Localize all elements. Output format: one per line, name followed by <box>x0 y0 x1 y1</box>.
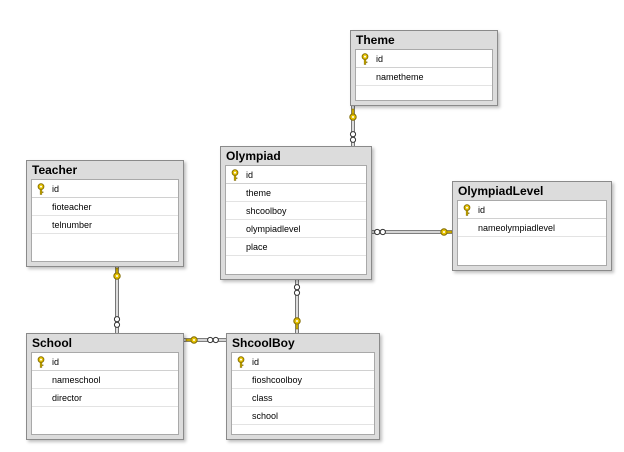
column-row-nameolympiadlevel[interactable]: nameolympiadlevel <box>458 219 606 237</box>
table-title: Olympiad <box>226 149 281 163</box>
table-olympiad[interactable]: Olympiad id theme shcoolboy olympiadleve… <box>220 146 372 280</box>
table-title: School <box>32 336 73 350</box>
column-row-director[interactable]: director <box>32 389 178 407</box>
column-row-nameschool[interactable]: nameschool <box>32 371 178 389</box>
column-name: olympiadlevel <box>246 224 301 234</box>
column-row-telnumber[interactable]: telnumber <box>32 216 178 234</box>
many-end-infinity-icon <box>207 336 219 344</box>
column-name: shcoolboy <box>246 206 287 216</box>
column-list: id theme shcoolboy olympiadlevel place <box>225 165 367 275</box>
one-end-key-icon <box>185 336 198 344</box>
table-school[interactable]: School id nameschool director <box>26 333 184 440</box>
one-end-key-icon <box>440 228 453 236</box>
column-name: telnumber <box>52 220 93 230</box>
primary-key-icon <box>237 356 245 368</box>
many-end-infinity-icon <box>113 316 121 328</box>
primary-key-icon <box>37 356 45 368</box>
column-name: theme <box>246 188 272 198</box>
column-row-id[interactable]: id <box>232 353 374 371</box>
primary-key-icon <box>37 183 45 195</box>
many-end-infinity-icon <box>374 228 386 236</box>
column-list: id nameschool director <box>31 352 179 435</box>
column-name: director <box>52 393 83 403</box>
many-end-infinity-icon <box>349 131 357 143</box>
column-name: id <box>52 357 60 367</box>
column-row-class[interactable]: class <box>232 389 374 407</box>
column-name: nametheme <box>376 72 424 82</box>
column-name: nameschool <box>52 375 101 385</box>
column-name: class <box>252 393 273 403</box>
primary-key-icon <box>361 53 369 65</box>
table-title: OlympiadLevel <box>458 184 544 198</box>
table-theme[interactable]: Theme id nametheme <box>350 30 498 106</box>
column-name: nameolympiadlevel <box>478 223 556 233</box>
table-olympiadlevel[interactable]: OlympiadLevel id nameolympiadlevel <box>452 181 612 271</box>
column-name: id <box>252 357 260 367</box>
primary-key-icon <box>463 204 471 216</box>
column-list: id nametheme <box>355 49 493 101</box>
column-row-school[interactable]: school <box>232 407 374 425</box>
column-row-fioshcoolboy[interactable]: fioshcoolboy <box>232 371 374 389</box>
column-row-shcoolboy[interactable]: shcoolboy <box>226 202 366 220</box>
many-end-infinity-icon <box>293 284 301 296</box>
table-title: Theme <box>356 33 395 47</box>
table-title: ShcoolBoy <box>232 336 295 350</box>
column-row-olympiadlevel[interactable]: olympiadlevel <box>226 220 366 238</box>
column-row-id[interactable]: id <box>32 180 178 198</box>
column-name: fioshcoolboy <box>252 375 303 385</box>
column-name: id <box>246 170 254 180</box>
column-name: id <box>478 205 486 215</box>
column-row-theme[interactable]: theme <box>226 184 366 202</box>
primary-key-icon <box>231 169 239 181</box>
table-title: Teacher <box>32 163 78 177</box>
column-row-id[interactable]: id <box>226 166 366 184</box>
column-name: place <box>246 242 268 252</box>
column-row-id[interactable]: id <box>356 50 492 68</box>
column-name: fioteacher <box>52 202 92 212</box>
column-name: id <box>52 184 60 194</box>
one-end-key-icon <box>113 267 121 280</box>
column-name: id <box>376 54 384 64</box>
one-end-key-icon <box>349 108 357 121</box>
column-list: id nameolympiadlevel <box>457 200 607 266</box>
column-list: id fioteacher telnumber <box>31 179 179 262</box>
column-row-nametheme[interactable]: nametheme <box>356 68 492 86</box>
table-teacher[interactable]: Teacher id fioteacher telnumber <box>26 160 184 267</box>
column-row-id[interactable]: id <box>458 201 606 219</box>
table-shcoolboy[interactable]: ShcoolBoy id fioshcoolboy class school <box>226 333 380 440</box>
one-end-key-icon <box>293 317 301 330</box>
column-row-id[interactable]: id <box>32 353 178 371</box>
column-row-place[interactable]: place <box>226 238 366 256</box>
column-row-fioteacher[interactable]: fioteacher <box>32 198 178 216</box>
column-list: id fioshcoolboy class school <box>231 352 375 435</box>
column-name: school <box>252 411 279 421</box>
